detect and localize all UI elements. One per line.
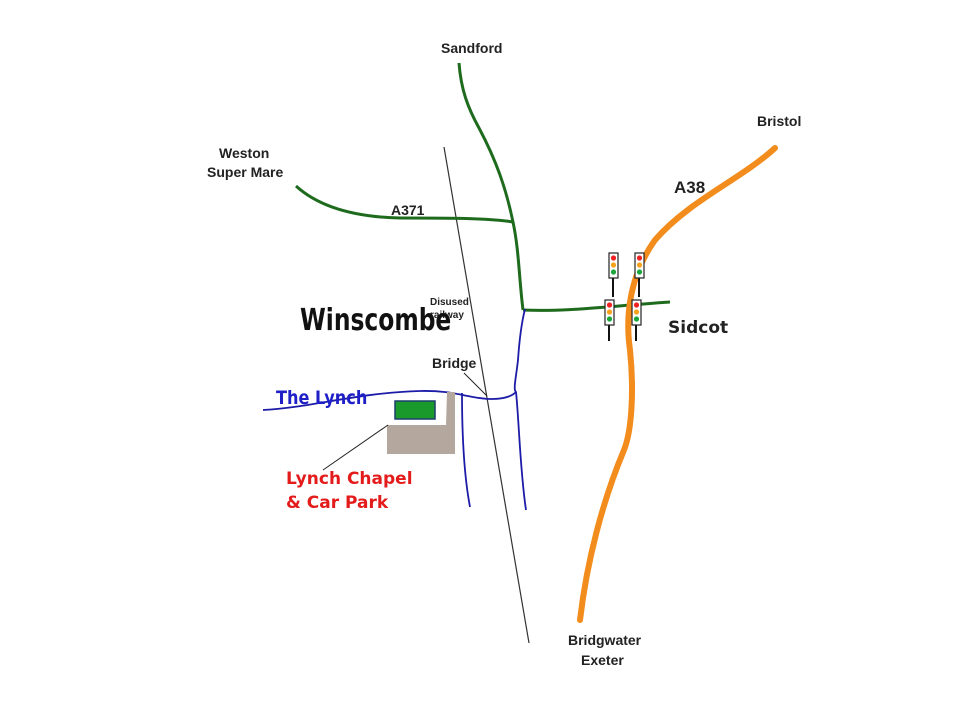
label-weston-line1: Weston [219,145,269,161]
label-the-lynch: The Lynch [276,388,367,410]
traffic-light-icon [634,252,645,297]
label-a371: A371 [391,202,425,218]
blue-lane-west [461,392,471,508]
label-weston-line2: Super Mare [207,164,283,180]
a371-road [294,184,514,224]
lynch-chapel [394,400,436,420]
label-railway-line2: railway [430,310,464,321]
label-chapel-line2: & Car Park [286,493,389,513]
traffic-light-icon [604,299,615,341]
label-chapel-line1: Lynch Chapel [286,469,413,489]
label-winscombe: Winscombe [300,303,451,338]
label-sidcot: Sidcot [668,318,728,338]
bridge-pointer [463,372,488,397]
car-park [387,392,455,454]
label-sandford: Sandford [441,40,502,56]
sidcot-road [522,300,671,312]
traffic-light-icon [631,299,642,341]
blue-lane-east [513,308,527,511]
the-lynch-road [262,390,517,411]
label-bridgwater: Bridgwater [568,632,642,648]
label-railway-line1: Disused [430,297,469,308]
traffic-light-icon [608,252,619,297]
sandford-road [457,62,525,311]
label-a38: A38 [674,178,705,197]
label-bridge: Bridge [432,355,477,371]
chapel-pointer [322,424,389,471]
label-exeter: Exeter [581,652,624,668]
label-bristol: Bristol [757,113,801,129]
a38-road [577,145,778,623]
